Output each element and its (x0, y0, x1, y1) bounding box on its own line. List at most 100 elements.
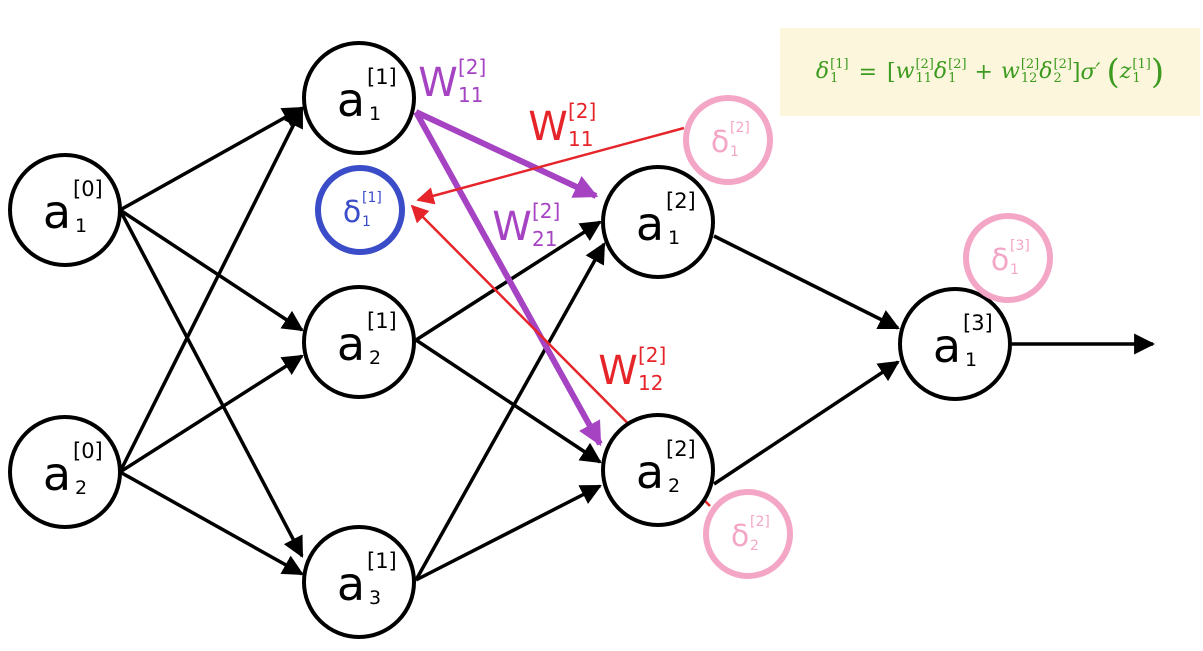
weight-w_red_11: W[2]11 (528, 99, 596, 151)
formula-lparen: ( (1106, 52, 1120, 92)
delta-circle (963, 213, 1053, 303)
neuron-a1_2-subscript: 2 (369, 347, 381, 369)
neuron-a1_2: a[1]2 (302, 285, 416, 399)
delta-d2_1-base: δ (711, 125, 729, 160)
edge-a13-a21 (414, 242, 606, 581)
neuron-a2_2: a[2]2 (601, 413, 715, 527)
weight-w_purple_11-label: W[2]11 (418, 55, 486, 107)
edge-a21-a31 (713, 234, 900, 330)
neuron-a2_1-base: a (636, 197, 664, 251)
formula-lhs: δ[1]1 (815, 57, 849, 86)
purple-edge-w11 (414, 109, 599, 199)
delta-d1_1: δ[1]1 (315, 165, 405, 255)
neuron-a0_2-subscript: 2 (75, 477, 87, 499)
formula-close-bracket: ] (1071, 59, 1081, 85)
backprop-formula: δ[1]1 = [ w[2]11 δ[2]1 + w[2]12 δ[2]2 ] … (780, 28, 1200, 116)
neuron-a3_1-label: a[3]1 (933, 311, 993, 373)
neuron-a1_1-label: a[1] 1 (337, 65, 397, 127)
delta-d3_1-superscript: [3] (1010, 238, 1030, 254)
formula-delta21: δ[2]1 (933, 57, 967, 86)
neuron-a3_1-base: a (933, 319, 961, 373)
neuron-a1_2-label: a[1]2 (337, 309, 397, 371)
formula-z: z[1]1 (1119, 57, 1151, 86)
delta-circle (315, 165, 405, 255)
delta-d2_2-label: δ[2] 2 (731, 514, 770, 554)
edge-a01-a13 (118, 209, 304, 558)
weight-w_red_12-subscript: 12 (638, 371, 663, 395)
weight-w_purple_21-base: W (492, 204, 532, 250)
neuron-a2_2-base: a (636, 445, 664, 499)
formula-plus: + (974, 59, 993, 85)
neuron-a1_3-subscript: 3 (369, 587, 381, 609)
formula-w12: w[2]12 (1000, 57, 1040, 86)
delta-d2_1-label: δ[2]1 (711, 120, 750, 160)
neuron-circle (302, 285, 416, 399)
neuron-a0_2-superscript: [0] (73, 439, 103, 463)
neuron-a2_1-label: a[2] 1 (636, 189, 696, 251)
delta-d3_1-base: δ (991, 243, 1009, 278)
delta-circle (683, 95, 773, 185)
edge-a02-a12 (119, 354, 304, 474)
weight-w_red_12-base: W (598, 348, 638, 394)
neuron-a1_3-superscript: [1] (367, 549, 397, 573)
delta-d2_1: δ[2]1 (683, 95, 773, 185)
edge-a02-a11 (118, 106, 304, 473)
formula-rparen: ) (1150, 52, 1165, 92)
weight-w_red_11-base: W (528, 104, 568, 150)
delta-circle (703, 489, 793, 579)
neuron-a0_1-subscript: 1 (75, 215, 87, 237)
neuron-a1_1-subscript: 1 (369, 103, 381, 125)
weight-labels: W[2]11W[2]21W[2]11W[2]12 (418, 55, 666, 395)
delta-d3_1-label: δ[3] 1 (991, 238, 1030, 278)
neuron-a0_2: a[0] 2 (8, 415, 122, 529)
delta-nodes: δ[1]1δ[2]1δ[2]2δ[3]1 (315, 95, 1053, 579)
neuron-a0_1-base: a (43, 185, 71, 239)
edge-a13-a22 (415, 484, 602, 582)
weight-w_purple_11: W[2]11 (418, 55, 486, 107)
neuron-a0_1: a[0] 1 (8, 153, 122, 267)
edge-a01-a11 (119, 106, 304, 212)
delta-d2_2-subscript: 2 (750, 538, 759, 554)
neuron-a0_1-superscript: [0] (73, 177, 103, 201)
neuron-a2_1-subscript: 1 (668, 227, 680, 249)
formula-sigma-prime: σ′ (1080, 59, 1101, 85)
neuron-a2_2-label: a[2]2 (636, 437, 696, 499)
neuron-a1_1-superscript: [1] (367, 65, 397, 89)
neuron-a0_1-label: a[0] 1 (43, 177, 103, 239)
neuron-a0_2-base: a (43, 447, 71, 501)
delta-d3_1-subscript: 1 (1010, 262, 1019, 278)
edge-a01-a12 (119, 208, 304, 332)
neuron-circle (601, 413, 715, 527)
delta-d2_2-base: δ (731, 519, 749, 554)
neuron-a1_3-base: a (337, 557, 365, 611)
neuron-a1_2-superscript: [1] (367, 309, 397, 333)
delta-d1_1-label: δ[1]1 (343, 190, 382, 230)
weight-w_purple_21-superscript: [2] (532, 199, 560, 223)
weight-w_purple_21: W[2] 21 (492, 199, 560, 251)
delta-d2_2: δ[2] 2 (703, 489, 793, 579)
weight-w_purple_21-subscript: 21 (532, 227, 557, 251)
neuron-a2_1: a[2] 1 (601, 165, 715, 279)
neuron-circle (8, 153, 122, 267)
neuron-circle (302, 525, 416, 639)
formula-delta22: δ[2]2 (1039, 57, 1072, 86)
purple-edge-w21 (413, 110, 603, 447)
weight-w_purple_21-label: W[2] 21 (492, 199, 560, 251)
weight-w_red_12-superscript: [2] (638, 343, 666, 367)
neuron-a2_1-superscript: [2] (666, 189, 696, 213)
highlighted-weight-edges (413, 109, 603, 447)
neuron-a3_1: a[3]1 (898, 287, 1012, 401)
delta-d3_1: δ[3] 1 (963, 213, 1053, 303)
edge-a02-a13 (119, 470, 304, 576)
formula-w11: w[2]11 (895, 57, 934, 86)
weight-w_purple_11-subscript: 11 (458, 83, 483, 107)
formula-equals: = (858, 59, 878, 85)
red-edge-delta21-to-delta11 (416, 126, 685, 205)
formula-open-bracket: [ (887, 59, 896, 85)
neuron-circle (8, 415, 122, 529)
weight-w_red_12: W[2] 12 (598, 343, 666, 395)
delta-d2_2-superscript: [2] (750, 514, 770, 530)
neuron-a1_3: a[1] 3 (302, 525, 416, 639)
neuron-a1_1-base: a (337, 73, 365, 127)
